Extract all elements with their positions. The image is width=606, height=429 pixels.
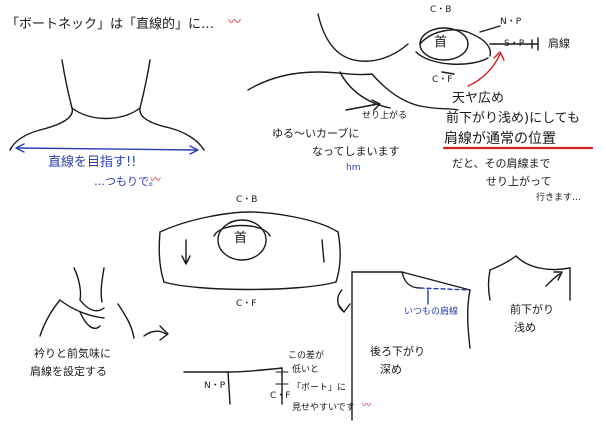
fig5-back-drawing [337, 271, 471, 421]
fig1-squiggle: 〰 [150, 173, 161, 186]
fig5-label-back: 後ろ下がり [370, 345, 425, 358]
fig4-squiggle: 〰 [362, 401, 372, 411]
fig3-collar-drawing [158, 211, 341, 291]
fig4-note-2: 低いと [292, 365, 320, 375]
header-title: 「ボートネック」は「直線的」に… [6, 17, 215, 32]
fig3-torso-drawing [39, 267, 169, 341]
fig2-note-curve-3: hm [346, 163, 361, 173]
fig6-label-front: 前下がり [510, 303, 554, 316]
fig6-front-drawing [487, 255, 571, 301]
fig1-neck-drawing [9, 59, 205, 155]
fig4-label-np: N・P [204, 381, 226, 391]
fig3-caption-2: 肩線を設定する [30, 365, 107, 378]
fig4-note-1: この差が [288, 351, 325, 361]
fig6-label-front-2: 浅め [514, 321, 536, 334]
fig4-note-3: 「ボート」に [292, 383, 347, 393]
fig2-label-rise: せり上がる [362, 111, 408, 121]
fig2-label-cb: C・B [430, 5, 452, 15]
fig4-label-cf: C・F [270, 391, 291, 401]
fig3-label-cb: C・B [236, 195, 258, 205]
fig3-label-neck: 首 [234, 231, 248, 246]
fig5-label-normal: いつもの肩線 [404, 307, 459, 317]
fig2-label-sp: S・P [504, 39, 525, 49]
fig1-caption: 直線を目指す!! [48, 155, 137, 170]
fig2-note-a2: 前下がり浅め)にしても [446, 111, 581, 126]
fig2-label-np: N・P [500, 17, 522, 27]
fig4-drawing [183, 367, 289, 405]
fig2-note-a4: だと、その肩線まで [452, 157, 551, 170]
fig2-label-neck: 首 [434, 35, 448, 50]
fig4-note-4: 見せやすいです [292, 403, 355, 413]
fig2-note-curve-1: ゆる〜いカーブに [272, 127, 360, 140]
fig2-note-a1: 天ヤ広め [452, 91, 505, 106]
fig2-label-cf: C・F [432, 75, 453, 85]
fig2-label-shoulder-line: 肩線 [548, 37, 570, 50]
fig2-note-a6: 行きます… [536, 193, 582, 203]
fig5-label-back-2: 深め [380, 363, 402, 376]
header-squiggle: 〰 [228, 15, 242, 30]
fig2-note-a5: せり上がって [486, 175, 552, 188]
fig2-note-a3: 肩線が通常の位置 [444, 131, 556, 147]
fig1-caption-2: …つもりで。 [94, 175, 160, 188]
fig3-label-cf: C・F [236, 299, 257, 309]
fig2-note-curve-2: なってしまいます [312, 145, 400, 158]
fig2-top-view-drawing [247, 13, 539, 111]
fig3-caption-1: 衿りと前気味に [34, 347, 111, 360]
